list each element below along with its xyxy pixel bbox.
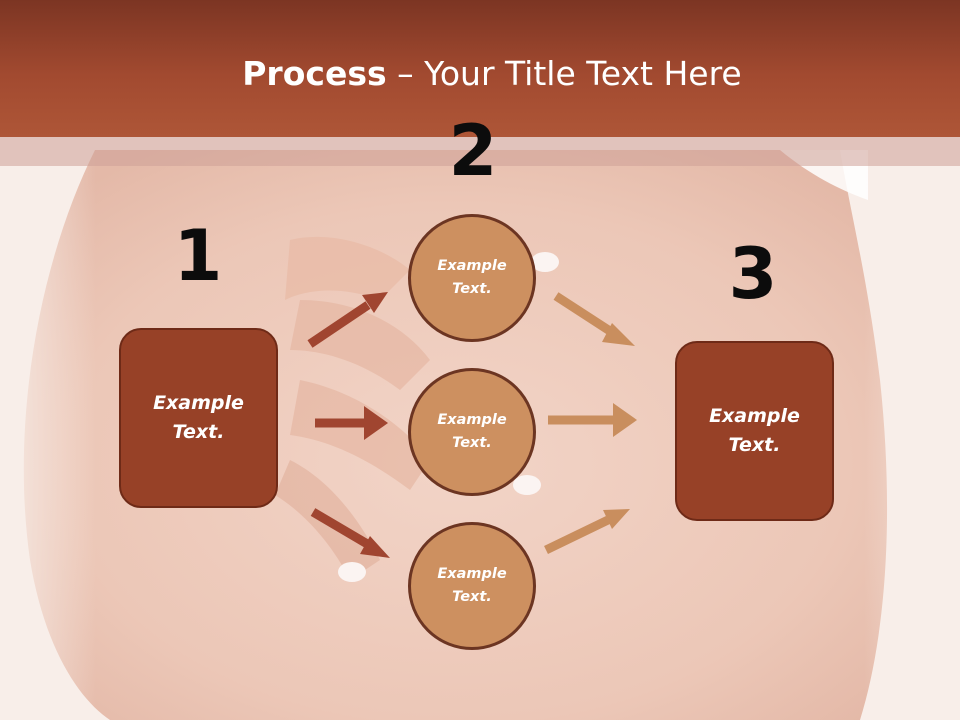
title-band bbox=[0, 0, 960, 137]
arrow-bottom-to-right bbox=[544, 509, 630, 555]
right-box: Example Text. bbox=[675, 341, 834, 521]
circle-middle: Example Text. bbox=[408, 368, 536, 496]
arrow-left-to-top bbox=[307, 292, 388, 348]
arrow-left-to-bottom bbox=[310, 508, 390, 558]
circle-middle-text: Example Text. bbox=[437, 412, 507, 451]
right-box-text: Example Text. bbox=[709, 405, 800, 456]
arrow-middle-to-right bbox=[548, 403, 637, 437]
step-number-1: 1 bbox=[173, 215, 223, 297]
title-strip bbox=[0, 137, 960, 166]
circle-bottom: Example Text. bbox=[408, 522, 536, 650]
slide-title: Process – Your Title Text Here bbox=[0, 52, 960, 96]
step-number-2: 2 bbox=[448, 110, 498, 192]
arrow-left-to-middle bbox=[315, 406, 388, 440]
circle-bottom-text: Example Text. bbox=[437, 566, 507, 605]
left-box: Example Text. bbox=[119, 328, 278, 508]
circle-top: Example Text. bbox=[408, 214, 536, 342]
step-number-3: 3 bbox=[728, 233, 778, 315]
left-box-text: Example Text. bbox=[153, 392, 244, 443]
title-rest: – Your Title Text Here bbox=[386, 54, 742, 93]
circle-top-text: Example Text. bbox=[437, 258, 507, 297]
arrow-top-to-right bbox=[553, 292, 635, 346]
title-bold: Process bbox=[242, 54, 387, 93]
